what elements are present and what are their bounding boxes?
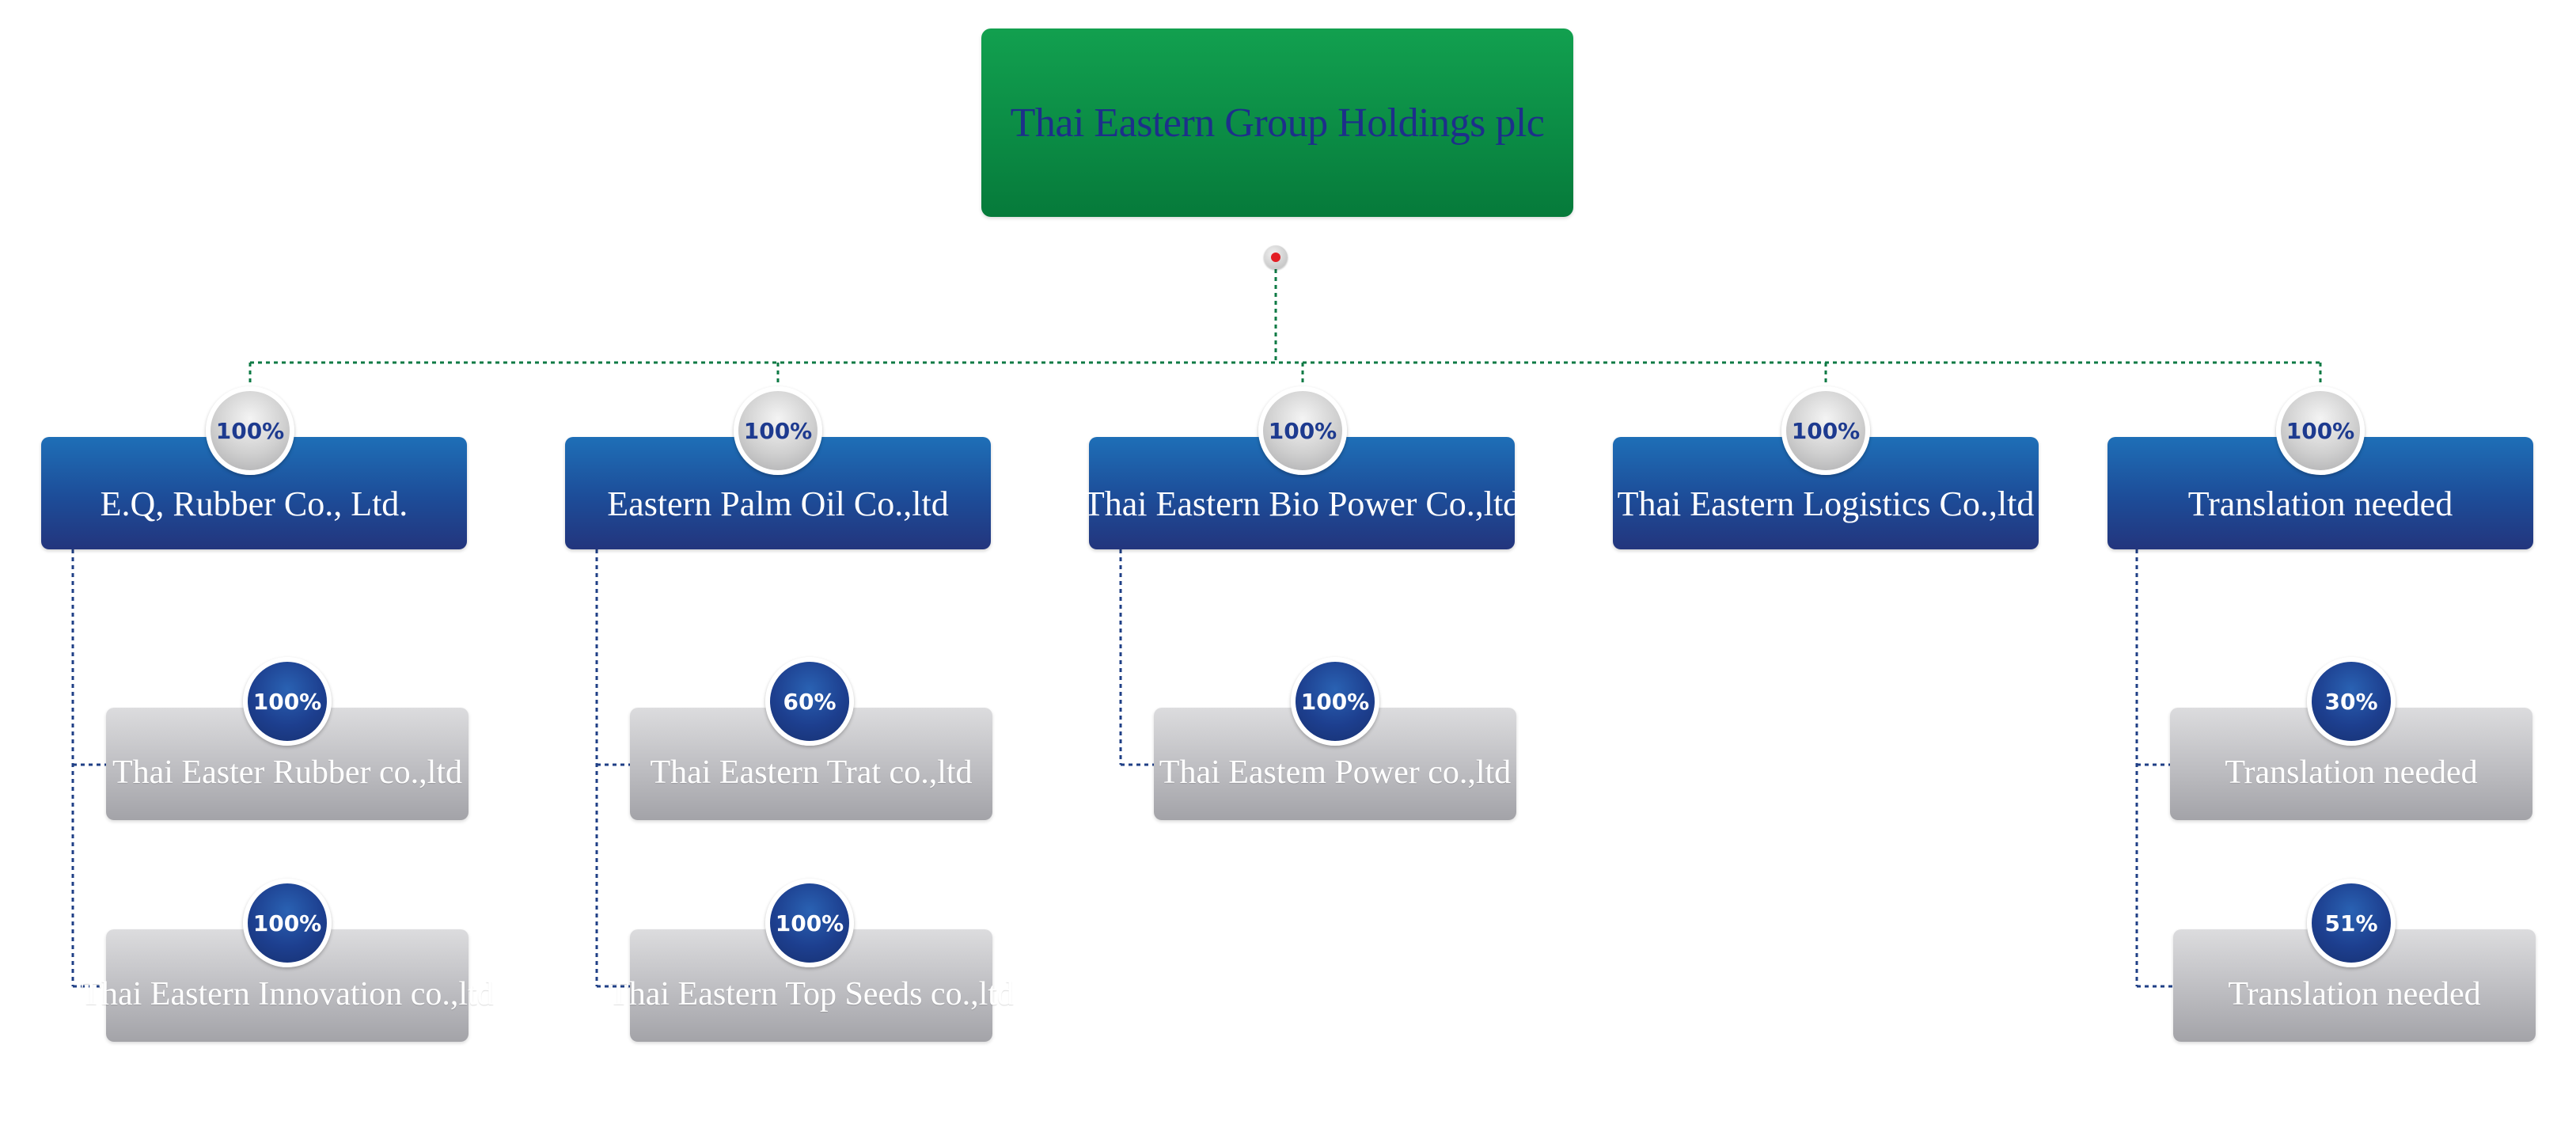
company-label: Eastern Palm Oil Co.,ltd (607, 484, 949, 523)
subsidiary-box: Translation needed (2170, 708, 2532, 820)
subsidiary-label: Translation needed (2225, 754, 2478, 791)
subsidiary-box: Thai Eastern Trat co.,ltd (630, 708, 992, 820)
ownership-badge: 100% (2276, 386, 2365, 475)
ownership-badge: 100% (1781, 386, 1870, 475)
company-box-logistics: Thai Eastern Logistics Co.,ltd (1613, 437, 2039, 549)
subsidiary-label: Thai Eastern Innovation co.,ltd (81, 976, 494, 1012)
hub-dot (1271, 253, 1280, 262)
subsidiary-label: Thai Eastern Top Seeds co.,ltd (609, 976, 1014, 1012)
ownership-badge: 100% (243, 657, 332, 746)
ownership-badge: 100% (765, 879, 854, 967)
root-company-box: Thai Eastern Group Holdings plc (981, 28, 1573, 217)
company-label: Thai Eastern Logistics Co.,ltd (1617, 484, 2035, 523)
ownership-badge: 51% (2307, 879, 2396, 967)
ownership-badge: 100% (243, 879, 332, 967)
subsidiary-label: Thai Eastem Power co.,ltd (1159, 754, 1512, 791)
subsidiary-box: Thai Eastern Innovation co.,ltd (81, 929, 494, 1042)
ownership-badge: 100% (1291, 657, 1379, 746)
company-label: Thai Eastern Bio Power Co.,ltd (1083, 484, 1521, 523)
connector-hub-icon (1264, 245, 1288, 269)
subsidiary-label: Thai Eastern Trat co.,ltd (650, 754, 973, 791)
ownership-badge: 30% (2307, 657, 2396, 746)
company-box-translation-needed: Translation needed (2107, 437, 2533, 549)
root-company-label: Thai Eastern Group Holdings plc (1010, 100, 1545, 146)
company-label: E.Q, Rubber Co., Ltd. (100, 484, 408, 523)
subsidiary-box: Thai Eastern Top Seeds co.,ltd (609, 929, 1014, 1042)
ownership-badge: 60% (765, 657, 854, 746)
ownership-badge: 100% (734, 386, 822, 475)
ownership-badge: 100% (1258, 386, 1347, 475)
ownership-badge: 100% (206, 386, 294, 475)
company-box-bio-power: Thai Eastern Bio Power Co.,ltd (1083, 437, 1520, 549)
subsidiary-label: Thai Easter Rubber co.,ltd (112, 754, 463, 791)
company-label: Translation needed (2187, 484, 2453, 523)
subsidiary-label: Translation needed (2228, 976, 2481, 1012)
